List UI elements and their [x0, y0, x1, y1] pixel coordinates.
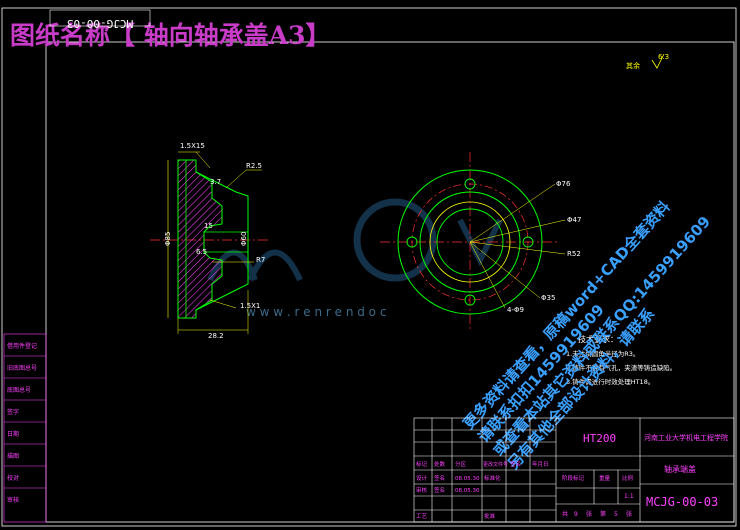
drawing-code-stamp: MCJG-00-03 [49, 9, 151, 30]
tb-header-3: 分区 [455, 460, 467, 468]
dim-d47: Φ47 [567, 216, 581, 224]
tb-header-6: 年月日 [532, 460, 549, 468]
title-banner: 图纸名称【 轴向轴承盖A3】 [10, 21, 331, 50]
tb-design-2: 签名 [434, 474, 445, 482]
tech-heading: 技术要求： [578, 334, 618, 344]
tb-scale-label: 比例 [622, 474, 634, 482]
tb-weight-label: 重量 [599, 474, 611, 482]
strip-label-1: 借用件登记 [7, 342, 37, 350]
tb-check-3: 08.05.30 [455, 488, 480, 494]
promo-line-3: 或查看本站其它资料或联系QQ:1459919609 [489, 213, 714, 460]
tech-item-1: 1.未注倒圆角半径为R3。 [566, 349, 639, 358]
dim-len-282: 28.2 [208, 332, 224, 340]
tb-header-5: 签名 [510, 460, 521, 468]
title-block-text: HT200 河南工业大学机电工程学院 轴承端盖 MCJG-00-03 标记 处数… [416, 432, 728, 520]
roughness-symbol: 6.3 其余 [626, 53, 669, 70]
tb-header-1: 标记 [416, 460, 428, 468]
dim-chamfer-bottom: 1.5X1 [240, 302, 260, 310]
dim-r25: R2.5 [246, 162, 262, 170]
title-block [413, 417, 735, 523]
strip-label-3: 底图总号 [7, 386, 31, 394]
strip-label-2: 旧底图总号 [7, 364, 37, 372]
tb-sheet-5: 5 [614, 511, 618, 518]
dim-d15: 15 [204, 222, 213, 230]
strip-label-7: 校对 [7, 474, 19, 482]
left-strip [3, 333, 47, 523]
dim-hole: 4-Φ9 [507, 306, 524, 314]
dim-d60: Φ60 [240, 232, 248, 246]
dim-d35: Φ35 [541, 294, 555, 302]
strip-label-6: 描图 [7, 452, 19, 460]
tb-part-name: 轴承端盖 [664, 464, 696, 474]
tb-material: HT200 [583, 432, 616, 445]
tb-header-2: 处数 [434, 460, 446, 468]
tech-item-2: 2.铸件不得有气孔，夹渣等铸造缺陷。 [566, 363, 676, 372]
dim-r52: R52 [567, 250, 581, 258]
dim-r7: R7 [256, 256, 265, 264]
roughness-value: 6.3 [658, 53, 669, 61]
dim-d85: Φ85 [164, 232, 172, 246]
tb-design-1: 设计 [416, 474, 428, 482]
watermark-logo [207, 198, 503, 282]
tb-sheet-2: 9 [574, 511, 578, 518]
tb-company: 河南工业大学机电工程学院 [644, 433, 728, 442]
tech-requirements: 技术要求： 1.未注倒圆角半径为R3。 2.铸件不得有气孔，夹渣等铸造缺陷。 3… [566, 334, 676, 386]
tb-stage-label: 阶段标记 [562, 474, 585, 482]
tb-scale-value: 1:1 [624, 493, 634, 500]
tb-sheet-6: 张 [626, 510, 632, 518]
tb-sheet-1: 共 [562, 510, 568, 518]
tb-check-2: 签名 [434, 486, 445, 494]
dim-d76: Φ76 [556, 180, 571, 188]
dim-angle-37: 3.7 [210, 178, 221, 186]
dim-d6: 6.5 [196, 248, 207, 256]
tb-drawing-no: MCJG-00-03 [646, 495, 718, 509]
watermark-url: w w w . r e n r e n d o c [246, 305, 386, 319]
outer-border [1, 7, 737, 527]
strip-label-8: 审核 [7, 496, 19, 504]
strip-label-4: 签字 [7, 408, 19, 416]
tb-sheet-3: 张 [586, 510, 592, 518]
tb-process-2: 批准 [484, 512, 496, 520]
tb-check-1: 审核 [416, 486, 428, 494]
dim-chamfer-top: 1.5X15 [180, 142, 205, 150]
svg-text:其余: 其余 [626, 61, 640, 70]
stamp-code-text: MCJG-00-03 [67, 17, 133, 30]
inner-border [45, 41, 735, 523]
strip-label-5: 日期 [7, 430, 19, 438]
tech-item-3: 3.铸件需进行时效处理HT18。 [566, 377, 654, 386]
tb-header-4: 更改文件号 [483, 461, 508, 468]
tb-process-1: 工艺 [416, 513, 428, 520]
section-view: 1.5X15 R2.5 3.7 Φ85 15 6.5 Φ60 R7 1.5X1 … [150, 142, 270, 340]
tb-design-4: 标准化 [484, 474, 501, 482]
front-view: Φ76 Φ47 R52 Φ35 4-Φ9 [380, 152, 581, 332]
tb-design-3: 08.05.30 [455, 476, 480, 482]
tb-sheet-4: 第 [600, 510, 606, 518]
